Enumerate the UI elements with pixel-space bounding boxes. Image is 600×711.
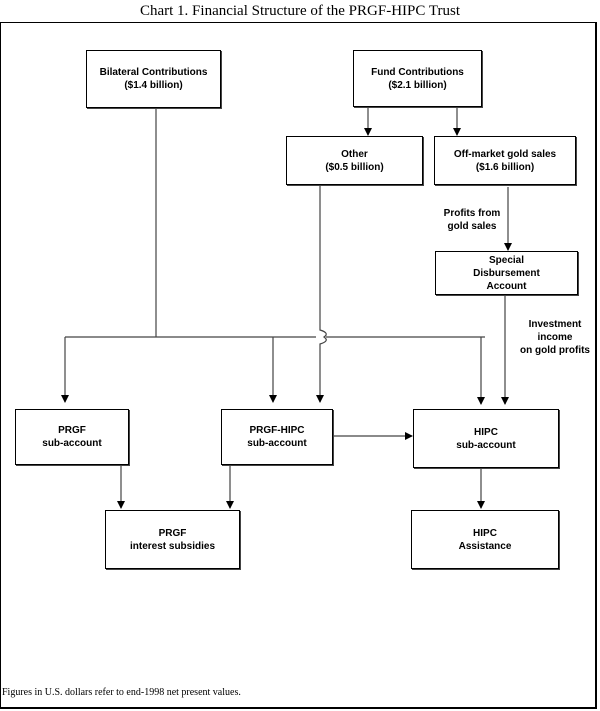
- node-line: HIPC: [473, 527, 497, 539]
- node-line: ($0.5 billion): [325, 161, 384, 173]
- node-line: Off-market gold sales: [453, 148, 557, 160]
- label-profits: Profits from gold sales: [432, 207, 512, 233]
- node-other: Other ($0.5 billion): [286, 136, 423, 185]
- label-investment: Investment income on gold profits: [512, 318, 598, 357]
- node-fund-contributions: Fund Contributions ($2.1 billion): [353, 50, 482, 107]
- node-line: Assistance: [458, 540, 512, 552]
- node-line: Fund Contributions: [371, 66, 464, 78]
- node-special-disbursement-account: Special Disbursement Account: [435, 251, 578, 295]
- node-line: sub-account: [42, 438, 102, 449]
- node-line: interest subsidies: [129, 540, 216, 552]
- node-prgf-interest-subsidies: PRGF interest subsidies: [105, 510, 240, 569]
- node-line: Other: [341, 148, 368, 160]
- node-line: ($2.1 billion): [388, 79, 447, 91]
- node-line: sub-account: [247, 438, 307, 449]
- node-line: sub-account: [456, 439, 516, 451]
- node-line: Bilateral Contributions: [99, 67, 208, 78]
- node-prgf-hipc-subaccount: PRGF-HIPC sub-account: [221, 409, 333, 465]
- node-gold-sales: Off-market gold sales ($1.6 billion): [434, 136, 576, 185]
- label-line: Profits from: [443, 208, 501, 219]
- label-line: Investment: [528, 319, 582, 330]
- node-prgf-subaccount: PRGF sub-account: [15, 409, 129, 465]
- label-line: gold sales: [447, 221, 497, 232]
- node-line: PRGF-HIPC: [249, 425, 305, 436]
- label-line: income: [537, 332, 573, 343]
- diagram-frame: [0, 22, 597, 709]
- node-line: PRGF: [158, 527, 187, 539]
- label-line: on gold profits: [520, 345, 590, 356]
- chart-title: Chart 1. Financial Structure of the PRGF…: [139, 3, 460, 19]
- node-line: ($1.6 billion): [475, 161, 535, 173]
- node-line: Special: [488, 254, 525, 266]
- node-line: Account: [486, 280, 527, 292]
- node-hipc-subaccount: HIPC sub-account: [413, 409, 559, 468]
- footnote: Figures in U.S. dollars refer to end-199…: [2, 687, 241, 698]
- node-hipc-assistance: HIPC Assistance: [411, 510, 559, 569]
- node-line: PRGF: [58, 425, 86, 436]
- node-line: HIPC: [474, 426, 498, 438]
- node-bilateral-contributions: Bilateral Contributions ($1.4 billion): [86, 50, 221, 108]
- node-line: Disbursement: [473, 267, 540, 279]
- bus-hop: [319, 322, 327, 352]
- node-line: ($1.4 billion): [124, 80, 183, 91]
